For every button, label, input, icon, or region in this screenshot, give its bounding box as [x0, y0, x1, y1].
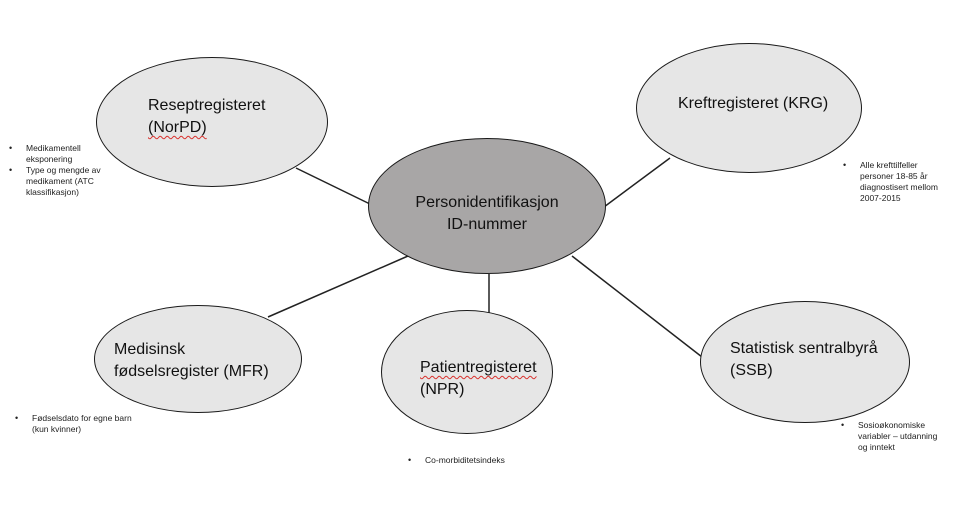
- norpd-title: Reseptregisteret: [148, 97, 266, 114]
- node-mfr: [94, 305, 302, 413]
- npr-notes: Co-morbiditetsindeks: [405, 455, 545, 466]
- krg-label: Kreftregisteret (KRG): [678, 93, 828, 115]
- node-norpd: [96, 57, 328, 187]
- mfr-notes: Fødselsdato for egne barn (kun kvinner): [12, 413, 132, 435]
- norpd-label: Reseptregisteret (NorPD): [148, 95, 265, 139]
- ssb-title: Statistisk sentralbyrå: [730, 340, 878, 357]
- npr-note: Co-morbiditetsindeks: [405, 455, 545, 466]
- connector-norpd: [295, 167, 373, 206]
- ssb-label: Statistisk sentralbyrå (SSB): [730, 338, 878, 382]
- ssb-notes: Sosioøkonomiske variabler – utdanning og…: [838, 420, 948, 453]
- norpd-abbr: (NorPD): [148, 119, 207, 136]
- mfr-label: Medisinsk fødselsregister (MFR): [114, 339, 269, 383]
- mfr-title: Medisinsk: [114, 341, 186, 358]
- connector-krg: [603, 157, 671, 208]
- npr-label: Patientregisteret (NPR): [420, 357, 537, 401]
- mfr-note: Fødselsdato for egne barn (kun kvinner): [12, 413, 132, 435]
- ssb-note: Sosioøkonomiske variabler – utdanning og…: [838, 420, 948, 453]
- krg-notes: Alle krefttilfeller personer 18-85 år di…: [840, 160, 950, 204]
- node-krg: [636, 43, 862, 173]
- connector-ssb: [571, 255, 703, 358]
- norpd-notes: Medikamentell eksponering Type og mengde…: [6, 143, 124, 198]
- node-ssb: [700, 301, 910, 423]
- connector-mfr: [267, 255, 409, 318]
- npr-title: Patientregisteret: [420, 359, 537, 376]
- node-npr: [381, 310, 553, 434]
- center-line1: Personidentifikasjon: [415, 194, 559, 211]
- krg-title: Kreftregisteret (KRG): [678, 95, 829, 112]
- npr-abbr: (NPR): [420, 381, 465, 398]
- norpd-note: Type og mengde av medikament (ATC klassi…: [6, 165, 124, 198]
- node-person-id: [368, 138, 606, 274]
- ssb-abbr: (SSB): [730, 362, 773, 379]
- center-line2: ID-nummer: [446, 216, 527, 233]
- center-label: Personidentifikasjon ID-nummer: [400, 192, 574, 236]
- krg-note: Alle krefttilfeller personer 18-85 år di…: [840, 160, 950, 204]
- mfr-title2: fødselsregister (MFR): [114, 363, 269, 380]
- norpd-note: Medikamentell eksponering: [6, 143, 124, 165]
